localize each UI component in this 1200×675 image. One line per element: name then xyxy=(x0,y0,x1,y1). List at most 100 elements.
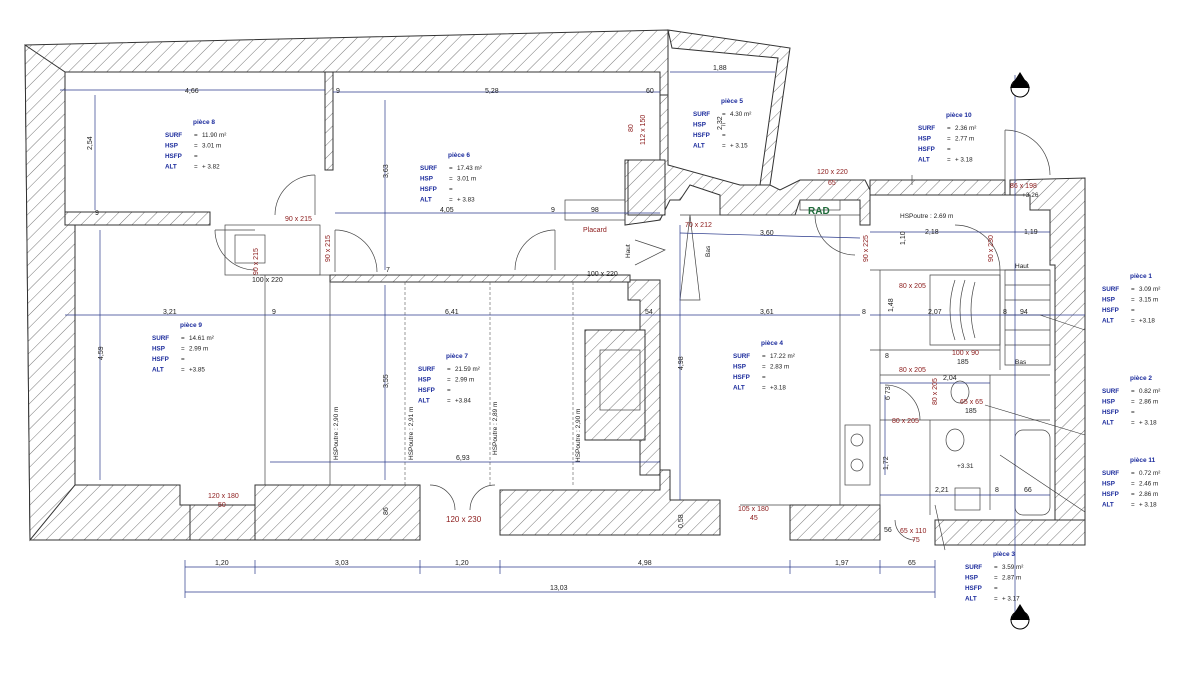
room-eq: = xyxy=(449,165,453,172)
alt-331: +3.31 xyxy=(957,463,974,470)
room-eq: = xyxy=(1131,470,1135,477)
room-value-hsp: 2.99 m xyxy=(455,377,474,384)
room-key-hsp: HSP xyxy=(165,143,178,150)
room-key-surf: SURF xyxy=(1102,388,1119,395)
dim-b120a: 1,20 xyxy=(215,560,229,567)
walls xyxy=(24,29,1086,546)
room-title: pièce 2 xyxy=(1130,375,1152,382)
room-title: pièce 4 xyxy=(761,340,783,347)
placard-label: Placard xyxy=(583,227,607,234)
dim-94: 94 xyxy=(1020,309,1028,316)
dim-148: 1,48 xyxy=(888,298,895,312)
room-key-hsfp: HSFP xyxy=(165,153,182,160)
room-key-alt: ALT xyxy=(1102,318,1114,325)
room-eq: = xyxy=(762,374,766,381)
dim-9b: 9 xyxy=(551,207,555,214)
opening-90x215c: 90 x 215 xyxy=(325,235,332,262)
room-value-surf: 2.36 m² xyxy=(955,125,976,132)
opening-45: 45 xyxy=(750,515,758,522)
hspoutre-b: HSPoutre : 2,91 m xyxy=(408,407,415,460)
wall-bottom-far-right xyxy=(934,519,1086,546)
dim-232: 2,32 xyxy=(717,116,724,130)
room-value-alt: + 3.82 xyxy=(202,164,220,171)
room-eq: = xyxy=(722,122,726,129)
room-value-hsp: 2.83 m xyxy=(770,364,789,371)
room-eq: = xyxy=(1131,318,1135,325)
room-eq: = xyxy=(194,164,198,171)
stair-haut-2: Haut xyxy=(1015,263,1029,270)
opening-86x198: 86 x 198 xyxy=(1010,183,1037,190)
room-key-surf: SURF xyxy=(733,353,750,360)
room-key-hsp: HSP xyxy=(1102,297,1115,304)
hspoutre-d: HSPoutre : 2,90 m xyxy=(575,409,582,462)
room-eq: = xyxy=(1131,502,1135,509)
room-value-surf: 3.59 m² xyxy=(1002,564,1023,571)
room-eq: = xyxy=(181,346,185,353)
radiator-label: RAD xyxy=(808,206,830,217)
dim-355: 3,55 xyxy=(383,374,390,388)
room-key-hsp: HSP xyxy=(1102,481,1115,488)
dim-466: 4,66 xyxy=(185,88,199,95)
misc-labels: RAD Placard Haut Bas Haut Bas HSPoutre :… xyxy=(333,192,1039,470)
room-value-hsp: 2.99 m xyxy=(189,346,208,353)
room-eq: = xyxy=(194,143,198,150)
stair-haut-1: Haut xyxy=(625,244,632,258)
room-key-alt: ALT xyxy=(918,157,930,164)
room-value-alt: + 3.18 xyxy=(1139,420,1157,427)
dim-7: 7 xyxy=(386,267,390,274)
wall-piece8-piece9 xyxy=(64,211,211,226)
room-key-alt: ALT xyxy=(418,398,430,405)
dim-9a: 9 xyxy=(336,88,340,95)
dim-204: 2,04 xyxy=(943,375,957,382)
dim-528: 5,28 xyxy=(485,88,499,95)
room-title: pièce 11 xyxy=(1130,457,1156,464)
door-swings xyxy=(214,129,1051,541)
wall-piece8-piece6 xyxy=(324,71,334,171)
room-eq: = xyxy=(947,146,951,153)
room-key-hsfp: HSFP xyxy=(420,186,437,193)
dim-b197: 1,97 xyxy=(835,560,849,567)
room-value-hsp: 2.46 m xyxy=(1139,481,1158,488)
room-key-surf: SURF xyxy=(965,564,982,571)
dim-360: 3,60 xyxy=(760,230,774,237)
room-eq: = xyxy=(181,356,185,363)
room-value-alt: +3.18 xyxy=(1139,318,1155,325)
room-eq: = xyxy=(1131,420,1135,427)
dim-673: 6 73 xyxy=(885,386,892,400)
hspoutre-269: HSPoutre : 2.69 m xyxy=(900,213,953,220)
room-title: pièce 8 xyxy=(193,119,215,126)
opening-70x212: 70 x 212 xyxy=(685,222,712,229)
room-value-hsfp: 2.86 m xyxy=(1139,491,1158,498)
room-value-hsp: 3.15 m xyxy=(1139,297,1158,304)
room-value-alt: + 3.18 xyxy=(1139,502,1157,509)
room-key-surf: SURF xyxy=(918,125,935,132)
room-key-hsp: HSP xyxy=(420,176,433,183)
room-value-surf: 0.72 m² xyxy=(1139,470,1160,477)
wall-top-left xyxy=(24,29,669,541)
opening-80x205b: 80 x 205 xyxy=(899,367,926,374)
room-eq: = xyxy=(994,564,998,571)
opening-90x230: 90 x 230 xyxy=(988,235,995,262)
room-value-surf: 3.09 m² xyxy=(1139,286,1160,293)
wall-piece5 xyxy=(667,29,791,186)
room-key-alt: ALT xyxy=(420,197,432,204)
room-eq: = xyxy=(722,111,726,118)
room-key-hsfp: HSFP xyxy=(693,132,710,139)
opening-65x65: 65 x 65 xyxy=(960,399,983,406)
dimension-lines xyxy=(60,71,1085,625)
opening-90x215a: 90 x 215 xyxy=(285,216,312,223)
room-key-hsfp: HSFP xyxy=(1102,307,1119,314)
room-key-hsp: HSP xyxy=(965,575,978,582)
room-eq: = xyxy=(947,157,951,164)
dim-218: 2,18 xyxy=(925,229,939,236)
wall-bottom-middle xyxy=(254,484,421,541)
dim-254: 2,54 xyxy=(87,136,94,150)
room-value-alt: + 3.18 xyxy=(955,157,973,164)
room-eq: = xyxy=(722,132,726,139)
dim-172: 1,72 xyxy=(883,456,890,470)
room-key-alt: ALT xyxy=(733,385,745,392)
wall-piece6-piece7 xyxy=(329,274,631,283)
